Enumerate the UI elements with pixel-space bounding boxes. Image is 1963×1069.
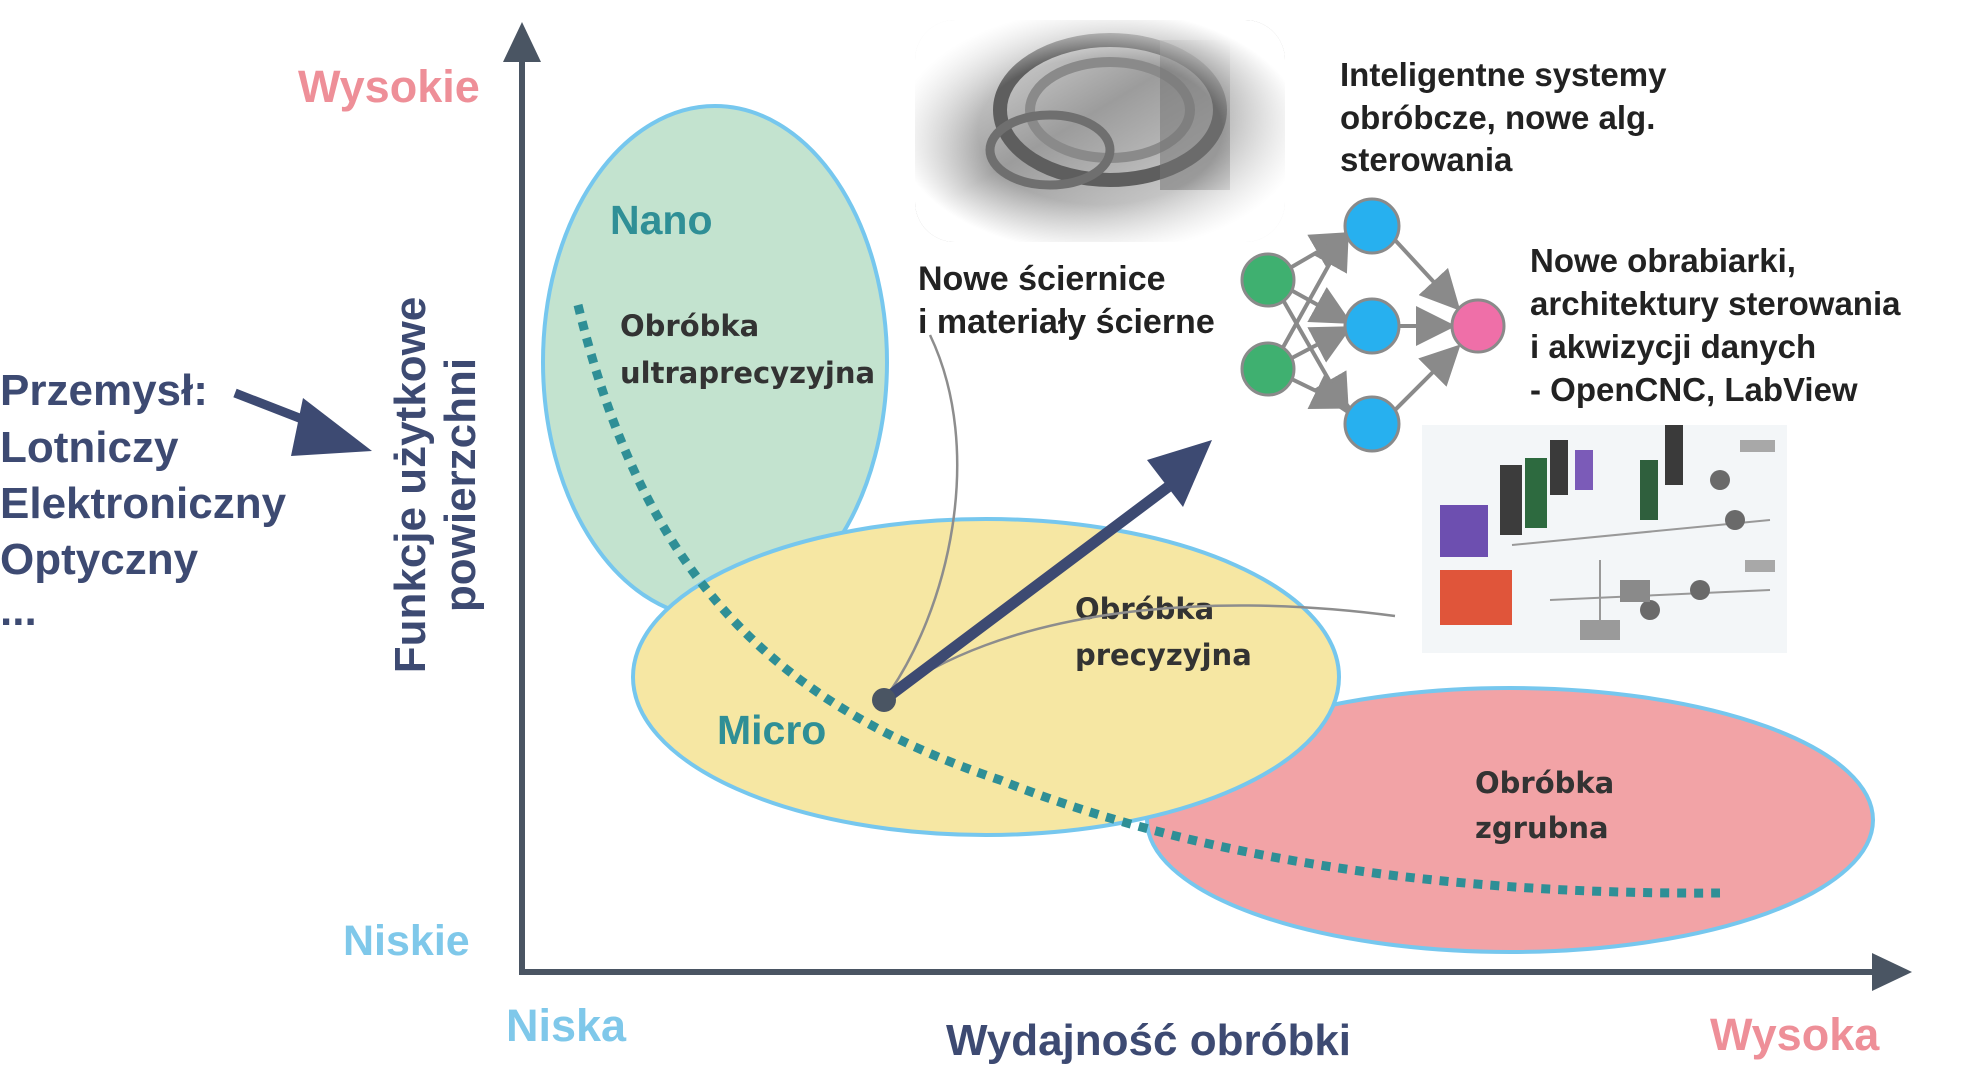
control-architecture-schematic: [1422, 425, 1787, 653]
operating-point: [872, 688, 896, 712]
rough-label-line2: zgrubna: [1475, 811, 1609, 845]
intelligent-line1: Inteligentne systemy: [1340, 56, 1667, 93]
y-high-label: Wysokie: [298, 61, 480, 112]
intelligent-line2: obróbcze, nowe alg.: [1340, 99, 1655, 136]
micro-title: Micro: [717, 707, 826, 753]
nn-hidden-node: [1343, 197, 1401, 255]
x-axis-arrowhead: [1872, 953, 1912, 991]
industry-heading: Przemysł:: [0, 366, 208, 415]
industry-arrowhead: [291, 398, 372, 456]
nano-label-line2: ultraprecyzyjna: [620, 356, 875, 390]
nn-input-node: [1240, 341, 1296, 397]
x-high-label: Wysoka: [1710, 1009, 1880, 1060]
nn-input-node: [1240, 252, 1296, 308]
intelligent-line3: sterowania: [1340, 141, 1513, 178]
industry-item: Optyczny: [0, 535, 199, 584]
industry-item: Elektroniczny: [0, 479, 287, 528]
machines-line2: architektury sterowania: [1530, 285, 1901, 322]
nn-hidden-node: [1343, 297, 1401, 355]
y-axis-title-line2: powierzchni: [436, 358, 485, 612]
industry-item: ...: [0, 586, 37, 635]
nn-hidden-node: [1343, 395, 1401, 453]
x-low-label: Niska: [506, 1000, 627, 1051]
callout-line-abrasives: [882, 334, 959, 701]
machines-line3: i akwizycji danych: [1530, 328, 1816, 365]
rough-label-line1: Obróbka: [1475, 766, 1614, 800]
development-arrow-shaft: [880, 482, 1172, 705]
micro-region: [631, 517, 1341, 837]
x-axis-title: Wydajność obróbki: [946, 1016, 1351, 1065]
nano-label-line1: Obróbka: [620, 309, 759, 343]
y-axis-title: Funkcje użytkowe powierzchni: [386, 297, 485, 674]
nn-output-node: [1450, 298, 1506, 354]
grinding-wheel-photo: [915, 20, 1285, 242]
abrasives-line2: i materiały ścierne: [918, 303, 1215, 341]
development-arrowhead: [1147, 440, 1212, 507]
abrasives-line1: Nowe ściernice: [918, 260, 1166, 298]
industry-item: Lotniczy: [0, 423, 179, 472]
nano-title: Nano: [610, 197, 713, 243]
industry-list: Przemysł: Lotniczy Elektroniczny Optyczn…: [0, 366, 287, 635]
rough-region: [1145, 686, 1875, 954]
y-low-label: Niskie: [343, 917, 470, 965]
trend-curve: [573, 303, 1721, 898]
machines-line4: - OpenCNC, LabView: [1530, 371, 1858, 408]
machines-line1: Nowe obrabiarki,: [1530, 242, 1796, 279]
y-axis-arrowhead: [503, 22, 541, 62]
micro-label-line2: precyzyjna: [1075, 638, 1252, 672]
y-axis-title-line1: Funkcje użytkowe: [386, 297, 435, 674]
